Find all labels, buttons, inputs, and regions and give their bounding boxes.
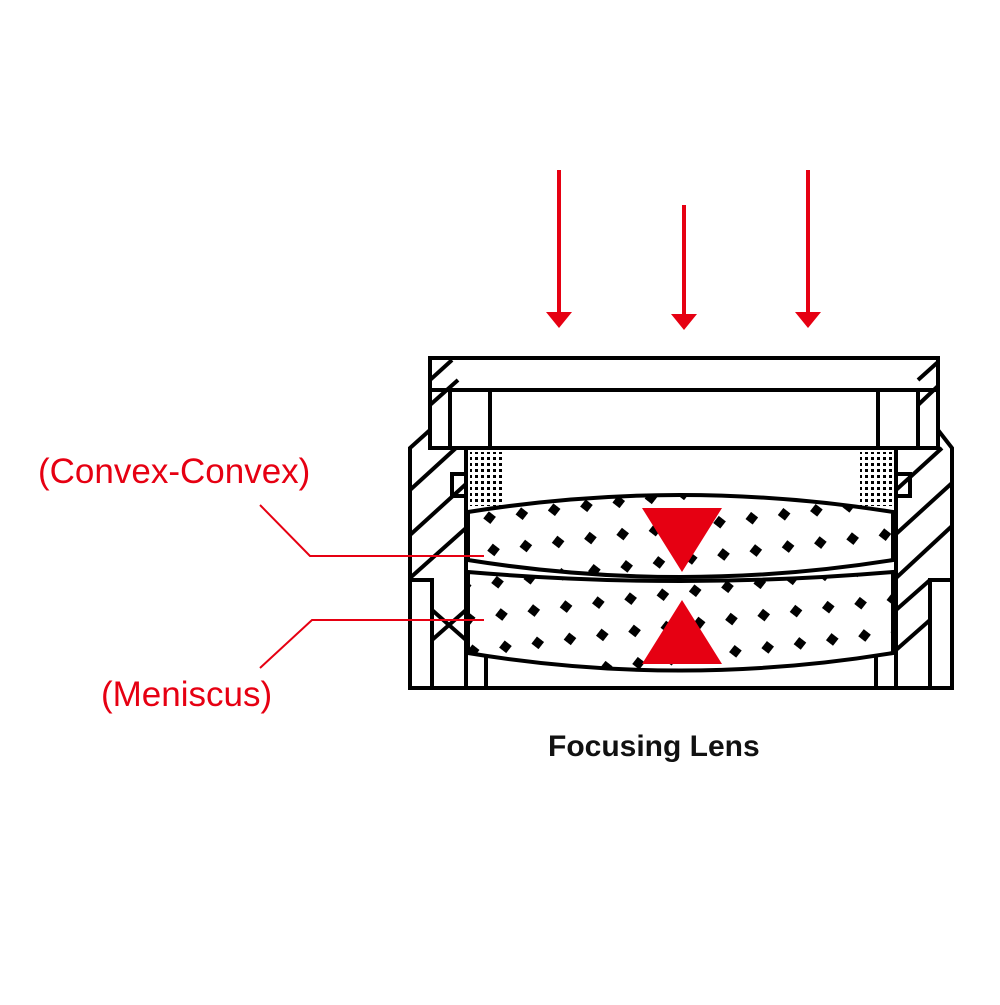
beam-arrows [546,170,821,330]
label-meniscus: (Meniscus) [101,675,273,714]
triangle-icon [642,508,722,572]
down-arrow-icon [546,170,572,328]
label-convex-convex: (Convex-Convex) [38,452,311,491]
leader-line-meniscus [259,619,484,669]
down-arrow-icon [795,170,821,328]
down-arrow-icon [671,205,697,330]
triangle-icon [642,600,722,664]
leader-line-convex [259,504,484,557]
spacer-rings [470,452,894,506]
diagram-caption: Focusing Lens [548,730,760,763]
lens-housing [408,356,954,690]
